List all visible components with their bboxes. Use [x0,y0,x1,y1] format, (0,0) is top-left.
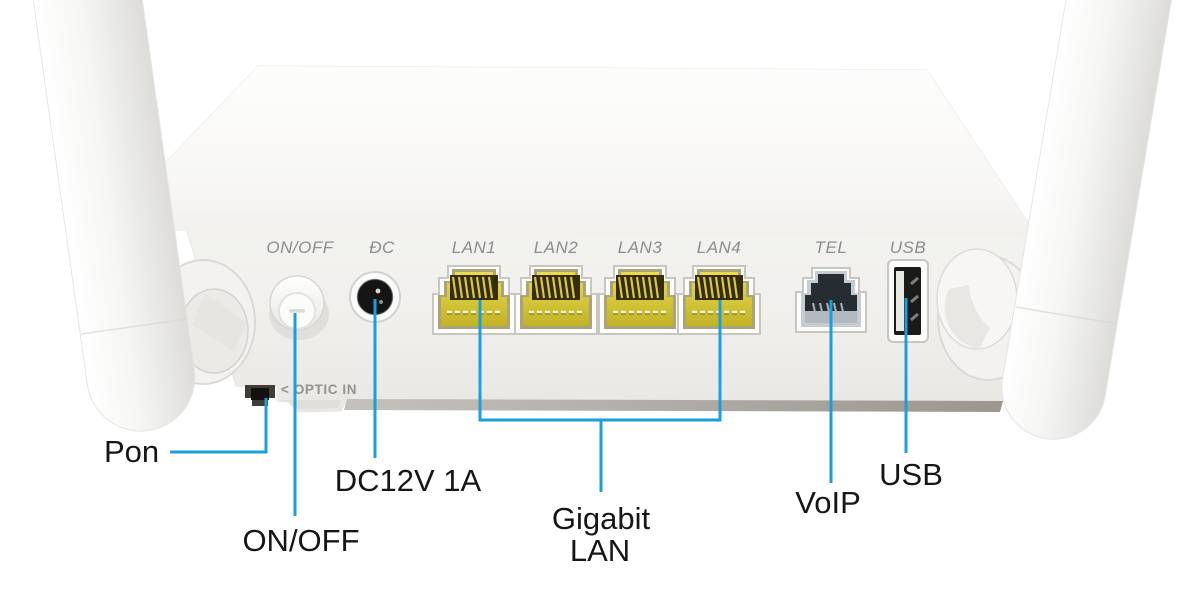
panel-label-usb: USB [890,238,926,257]
usb-port [887,259,929,343]
device-bottom-ledge-shadow [277,400,341,409]
panel-label-lan1: LAN1 [452,238,497,257]
panel-label-lan4: LAN4 [697,238,742,257]
panel-label-power: ON/OFF [266,238,334,257]
router-device [164,65,1038,413]
callout-label-dc: DC12V 1A [335,463,482,498]
callout-line-pon [170,398,268,454]
power-button [269,275,329,340]
callout-lines [170,298,908,516]
callout-label-gigabit-line1: Gigabit [552,501,651,536]
callout-label-gigabit-line2: LAN [570,533,630,568]
callout-label-onoff: ON/OFF [242,523,359,558]
panel-label-lan3: LAN3 [618,238,663,257]
panel-label-dc: ĐC [369,238,395,257]
callout-label-usb: USB [879,457,943,492]
panel-label-lan2: LAN2 [534,238,579,257]
panel-label-optic-in: < OPTIC IN [281,382,357,397]
callout-label-voip: VoIP [795,485,861,520]
device-base-strip [344,399,1003,412]
left-antenna [29,0,196,432]
dc-power-jack [349,271,401,323]
callout-label-pon: Pon [104,434,159,469]
right-antenna [1001,0,1176,440]
callout-labels: Pon ON/OFF DC12V 1A Gigabit LAN VoIP USB [104,434,943,568]
device-top-surface [165,66,1037,236]
rear-panel: ON/OFF ĐC LAN1 LAN2 LAN3 LAN4 TEL USB < … [245,238,929,406]
panel-label-tel: TEL [815,238,848,257]
pon-optic-port [245,385,275,406]
